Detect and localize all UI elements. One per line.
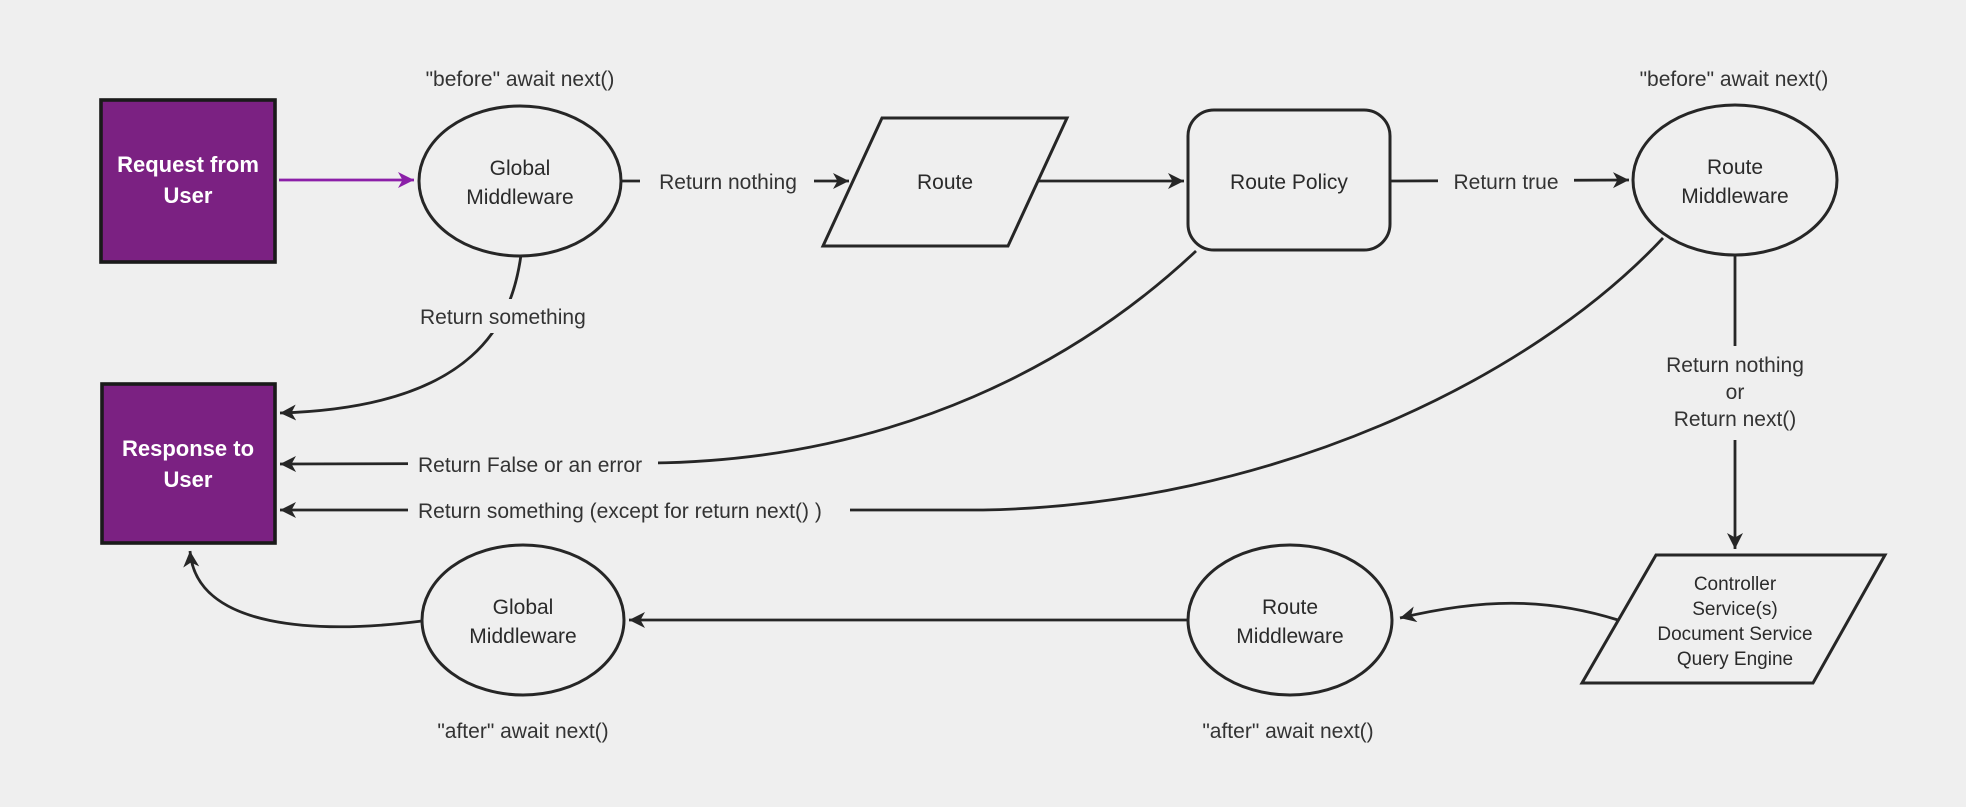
label-bg-return-true bbox=[1438, 165, 1574, 197]
controller-block-node: Controller Service(s) Document Service Q… bbox=[1579, 553, 1888, 685]
label-bg-return-something-except bbox=[408, 493, 850, 527]
edge-controller-to-route-middleware-bottom bbox=[1399, 601, 1619, 623]
global-middleware-top-ellipse bbox=[417, 104, 623, 258]
route-policy-node: Route Policy bbox=[1186, 108, 1392, 252]
request-box-node: Request from User bbox=[99, 98, 277, 264]
request-box-label-line1: Request from bbox=[117, 152, 259, 177]
global-middleware-top-label-line1: Global bbox=[490, 157, 551, 180]
global-middleware-bottom-ellipse bbox=[420, 543, 626, 697]
label-after-await-next-left: "after" await next() bbox=[437, 720, 608, 743]
response-box-node: Response to User bbox=[100, 382, 277, 545]
label-bg-return-nothing-or bbox=[1638, 346, 1832, 440]
global-middleware-bottom-label-line1: Global bbox=[493, 596, 554, 619]
route-middleware-top-label-line2: Middleware bbox=[1681, 185, 1788, 208]
response-box bbox=[100, 382, 277, 545]
label-return-nothing-or-line3: Return next() bbox=[1674, 408, 1797, 431]
route-label: Route bbox=[917, 171, 973, 194]
route-policy-label: Route Policy bbox=[1230, 171, 1348, 194]
response-box-label-line2: User bbox=[164, 467, 213, 492]
response-box-label-line1: Response to bbox=[122, 436, 254, 461]
global-middleware-top-label-line2: Middleware bbox=[466, 186, 573, 209]
route-parallelogram bbox=[820, 116, 1070, 248]
label-return-something-except: Return something (except for return next… bbox=[418, 500, 822, 523]
edge-route-policy-return-false bbox=[279, 249, 1197, 472]
route-middleware-bottom-ellipse bbox=[1186, 543, 1394, 697]
global-middleware-bottom-node: Global Middleware bbox=[420, 543, 626, 697]
route-middleware-top-label-line1: Route bbox=[1707, 156, 1763, 179]
controller-label-line1: Controller bbox=[1694, 574, 1777, 595]
route-node: Route bbox=[820, 116, 1070, 248]
route-middleware-bottom-label-line2: Middleware bbox=[1236, 625, 1343, 648]
controller-label-line2: Service(s) bbox=[1692, 599, 1778, 620]
label-bg-return-false bbox=[408, 447, 658, 481]
edge-route-middleware-return-something-except bbox=[280, 237, 1665, 518]
global-middleware-bottom-label-line2: Middleware bbox=[469, 625, 576, 648]
edge-global-middleware-bottom-to-response bbox=[183, 550, 423, 629]
global-middleware-top-node: Global Middleware bbox=[417, 104, 623, 258]
route-middleware-bottom-label-line1: Route bbox=[1262, 596, 1318, 619]
route-policy-rect bbox=[1186, 108, 1392, 252]
label-return-true: Return true bbox=[1453, 171, 1558, 194]
route-middleware-top-ellipse bbox=[1631, 103, 1839, 257]
controller-label-line4: Query Engine bbox=[1677, 649, 1793, 670]
controller-label-line3: Document Service bbox=[1657, 624, 1812, 645]
label-return-false-or-error: Return False or an error bbox=[418, 454, 642, 477]
request-box-label-line2: User bbox=[164, 183, 213, 208]
label-before-await-next-right: "before" await next() bbox=[1640, 68, 1829, 91]
label-before-await-next-left: "before" await next() bbox=[426, 68, 615, 91]
label-return-nothing-or-line1: Return nothing bbox=[1666, 354, 1804, 377]
edges bbox=[183, 172, 1743, 629]
label-bg-return-nothing bbox=[640, 165, 814, 197]
label-bg-return-something bbox=[410, 299, 604, 333]
controller-parallelogram bbox=[1579, 553, 1888, 685]
route-middleware-bottom-node: Route Middleware bbox=[1186, 543, 1394, 697]
label-return-something: Return something bbox=[420, 306, 586, 329]
label-after-await-next-middle: "after" await next() bbox=[1202, 720, 1373, 743]
edge-labels: "before" await next() "before" await nex… bbox=[418, 68, 1828, 743]
route-middleware-top-node: Route Middleware bbox=[1631, 103, 1839, 257]
request-box bbox=[99, 98, 277, 264]
edge-label-backgrounds bbox=[408, 165, 1832, 527]
label-return-nothing-or-line2: or bbox=[1726, 381, 1745, 404]
edge-global-middleware-return-something bbox=[279, 254, 523, 421]
label-return-nothing: Return nothing bbox=[659, 171, 797, 194]
